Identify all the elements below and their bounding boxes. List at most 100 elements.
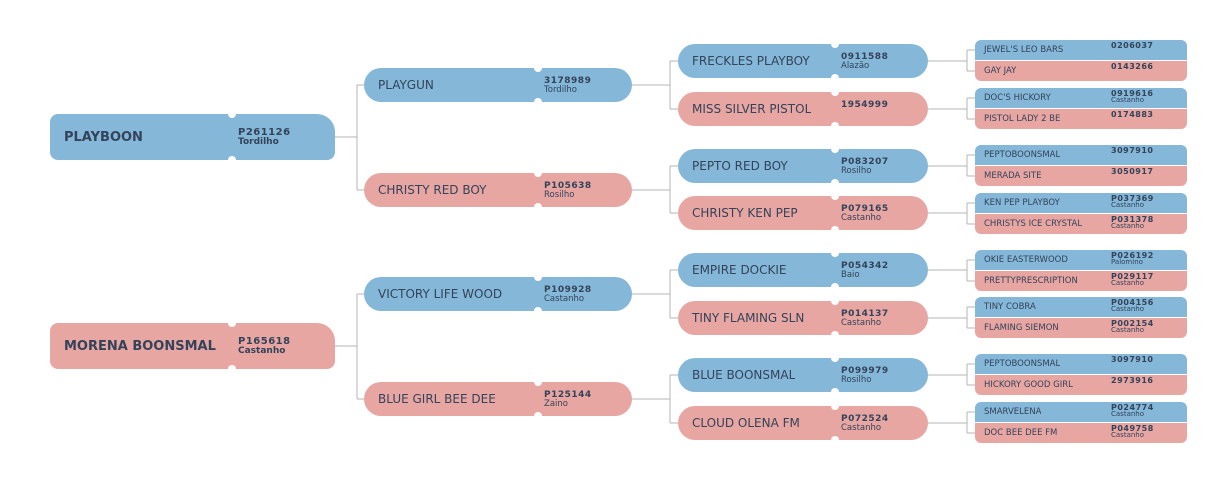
- card-notch: [831, 92, 839, 96]
- horse-info: 3050917: [1111, 168, 1153, 176]
- horse-info: 3097910: [1111, 356, 1153, 364]
- registration-number: P125144: [544, 390, 592, 400]
- card-notch: [831, 388, 839, 392]
- card-notch: [831, 149, 839, 153]
- horse-name: CHRISTYS ICE CRYSTAL: [984, 219, 1083, 229]
- horse-info: 0143266: [1111, 63, 1153, 71]
- card-notch: [534, 203, 542, 207]
- coat-color: Castanho: [841, 423, 882, 433]
- card-notch: [534, 98, 542, 102]
- horse-card-miss-silver-pistol[interactable]: MISS SILVER PISTOL 1954999: [678, 92, 928, 126]
- horse-name: PEPTO RED BOY: [692, 159, 788, 173]
- horse-info: 1954999: [841, 101, 888, 110]
- registration-number: 3178989: [544, 76, 592, 86]
- registration-number: 0206037: [1111, 41, 1154, 50]
- horse-info: 3097910: [1111, 147, 1153, 155]
- coat-color: Rosilho: [841, 166, 872, 176]
- coat-color: Baio: [841, 270, 860, 280]
- horse-info: 2973916: [1111, 377, 1153, 385]
- coat-color: Castanho: [1111, 326, 1145, 334]
- registration-number: P099979: [841, 366, 889, 376]
- coat-color: Castanho: [238, 346, 286, 356]
- card-notch: [831, 196, 839, 200]
- coat-color: Tordilho: [544, 85, 577, 95]
- card-notch: [534, 412, 542, 416]
- registration-number: 3050917: [1111, 167, 1154, 176]
- coat-color: Castanho: [1111, 279, 1145, 287]
- horse-name: TINY COBRA: [984, 302, 1036, 312]
- horse-name: SMARVELENA: [984, 407, 1042, 417]
- registration-number: P079165: [841, 204, 889, 214]
- registration-number: P037369: [1111, 194, 1154, 203]
- coat-color: Castanho: [1111, 431, 1145, 439]
- registration-number: P083207: [841, 157, 889, 167]
- horse-name: TINY FLAMING SLN: [692, 311, 805, 325]
- card-notch: [831, 122, 839, 126]
- horse-name: DOC'S HICKORY: [984, 93, 1051, 103]
- registration-number: 0174883: [1111, 110, 1154, 119]
- coat-color: Castanho: [1111, 222, 1145, 230]
- registration-number: 0911588: [841, 52, 889, 62]
- horse-name: MORENA BOONSMAL: [64, 338, 216, 354]
- coat-color: Castanho: [841, 318, 882, 328]
- horse-name: CHRISTY KEN PEP: [692, 206, 798, 220]
- horse-name: CLOUD OLENA FM: [692, 416, 800, 430]
- card-notch: [831, 301, 839, 305]
- card-notch: [534, 307, 542, 311]
- coat-color: Castanho: [1111, 201, 1145, 209]
- horse-name: PEPTOBOONSMAL: [984, 359, 1061, 369]
- registration-number: P031378: [1111, 215, 1154, 224]
- card-notch: [534, 382, 542, 386]
- registration-number: 0143266: [1111, 62, 1154, 71]
- card-notch: [534, 173, 542, 177]
- registration-number: P072524: [841, 414, 889, 424]
- horse-name: MISS SILVER PISTOL: [692, 102, 812, 116]
- horse-card-peptoboonsmal[interactable]: PEPTOBOONSMAL 3097910: [975, 145, 1187, 165]
- card-notch: [831, 436, 839, 440]
- horse-name: PEPTOBOONSMAL: [984, 150, 1061, 160]
- horse-card-peptoboonsmal[interactable]: PEPTOBOONSMAL 3097910: [975, 354, 1187, 374]
- registration-number: 1954999: [841, 100, 889, 110]
- card-notch: [831, 226, 839, 230]
- card-notch: [534, 277, 542, 281]
